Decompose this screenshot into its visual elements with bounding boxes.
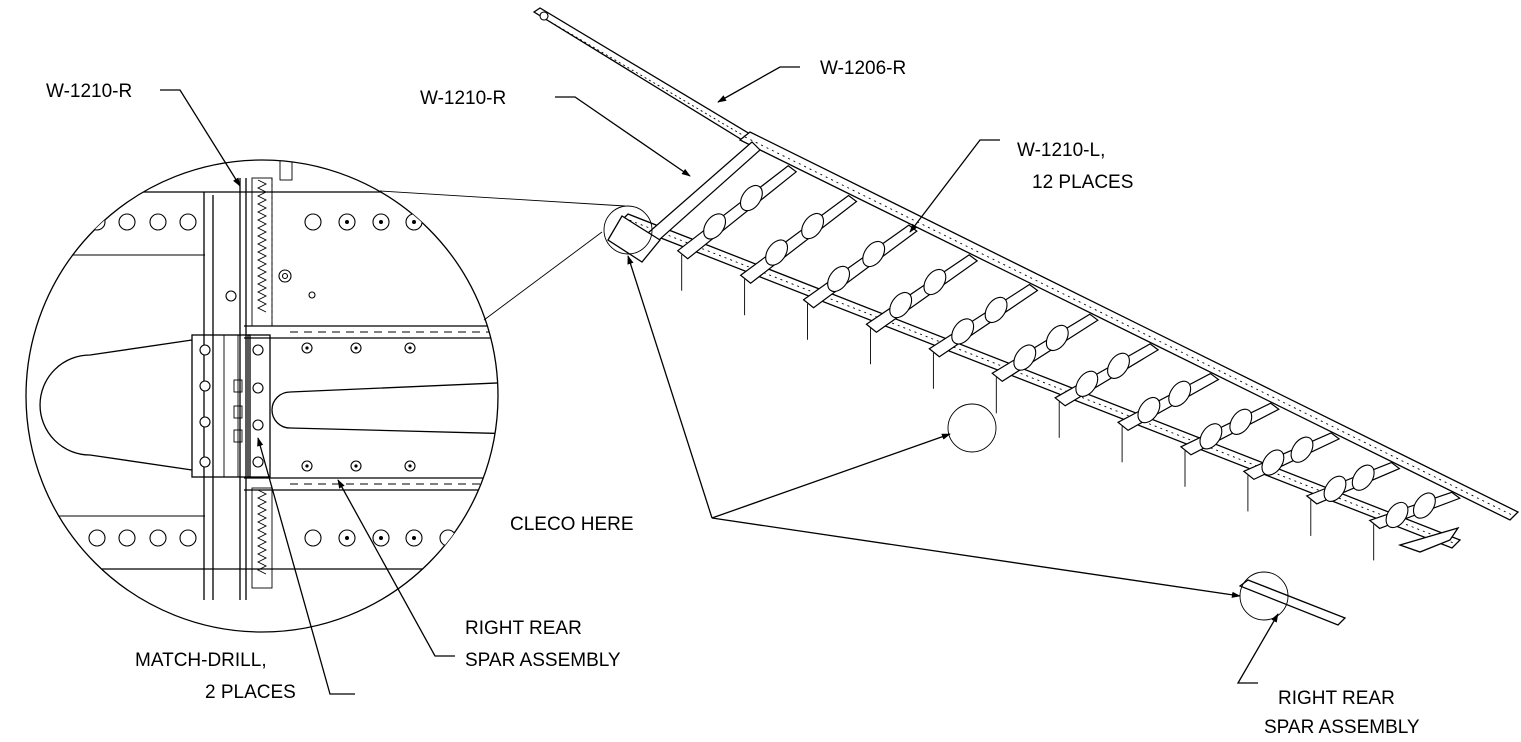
rib-lightening-hole: [1013, 344, 1037, 371]
spar-extension: [532, 7, 762, 147]
rib-lightening-hole: [1045, 324, 1069, 352]
callout-circle-root: [603, 205, 653, 255]
label-rrsa-detail-line2: SPAR ASSEMBLY: [465, 650, 621, 671]
label-cleco-here: CLECO HERE: [510, 514, 634, 535]
rear-spar-end: [1238, 579, 1347, 626]
skin-holes-lower: [88, 529, 457, 547]
wing-rib: [1054, 343, 1160, 407]
skin-holes-upper: [88, 213, 457, 231]
label-rrsa-main-line2: SPAR ASSEMBLY: [1264, 717, 1420, 738]
label-w1210l-line1: W-1210-L,: [1017, 140, 1105, 161]
root-rib: [639, 141, 761, 249]
label-w1210r-main: W-1210-R: [420, 88, 506, 109]
wing-rib: [928, 283, 1039, 358]
labels: W-1206-R W-1210-R W-1210-R W-1210-L, 12 …: [46, 58, 1420, 738]
rib-lightening-hole: [703, 213, 727, 240]
ribs-group: [676, 165, 1461, 561]
rib-lightening-hole: [889, 291, 913, 319]
label-match-drill-line1: MATCH-DRILL,: [135, 650, 267, 671]
rib-lightening-hole: [1323, 475, 1347, 502]
rib-lightening-hole: [951, 318, 975, 345]
rib-lightening-hole: [739, 184, 763, 212]
rib-lightening-hole: [862, 240, 886, 268]
rib-lightening-hole: [1107, 352, 1130, 379]
tip-bracket: [1397, 526, 1460, 553]
label-w1210l-line2: 12 PLACES: [1032, 172, 1133, 193]
wing-rib: [991, 313, 1099, 383]
rib-lightening-hole: [1261, 449, 1285, 476]
rib-lightening-hole: [1385, 501, 1409, 529]
rib-lightening-hole: [1229, 408, 1253, 435]
rib-lightening-hole: [1199, 423, 1223, 450]
detail-view: [25, 159, 626, 633]
label-rrsa-detail-line1: RIGHT REAR: [465, 618, 582, 639]
rib-lightening-hole: [1351, 464, 1375, 491]
rib-lightening-hole: [1168, 380, 1192, 407]
leaders: [160, 66, 1279, 695]
label-rrsa-main-line1: RIGHT REAR: [1278, 688, 1395, 709]
rib-lightening-hole: [1075, 370, 1099, 397]
rib-lightening-hole: [1137, 396, 1161, 424]
callout-circle-mid: [947, 403, 997, 453]
spar-holes: [301, 342, 416, 472]
rib-lightening-hole: [827, 265, 851, 293]
label-w1206r: W-1206-R: [820, 58, 906, 79]
rib-lightening-hole: [1290, 436, 1314, 463]
root-fitting: [607, 215, 661, 263]
doubler-holes: [199, 344, 264, 468]
detail-circle: [25, 159, 499, 633]
rib-lightening-hole: [923, 268, 947, 296]
label-match-drill-line2: 2 PLACES: [205, 682, 296, 703]
wing-assembly: [532, 7, 1520, 626]
front-spar: [618, 213, 1462, 549]
wing-rib: [1116, 372, 1220, 432]
rib-lightening-hole: [801, 212, 825, 240]
rib-lightening-hole: [1412, 492, 1436, 519]
rib-lightening-hole: [984, 296, 1008, 324]
label-w1210r-detail: W-1210-R: [46, 81, 132, 102]
rib-lightening-hole: [765, 239, 789, 266]
